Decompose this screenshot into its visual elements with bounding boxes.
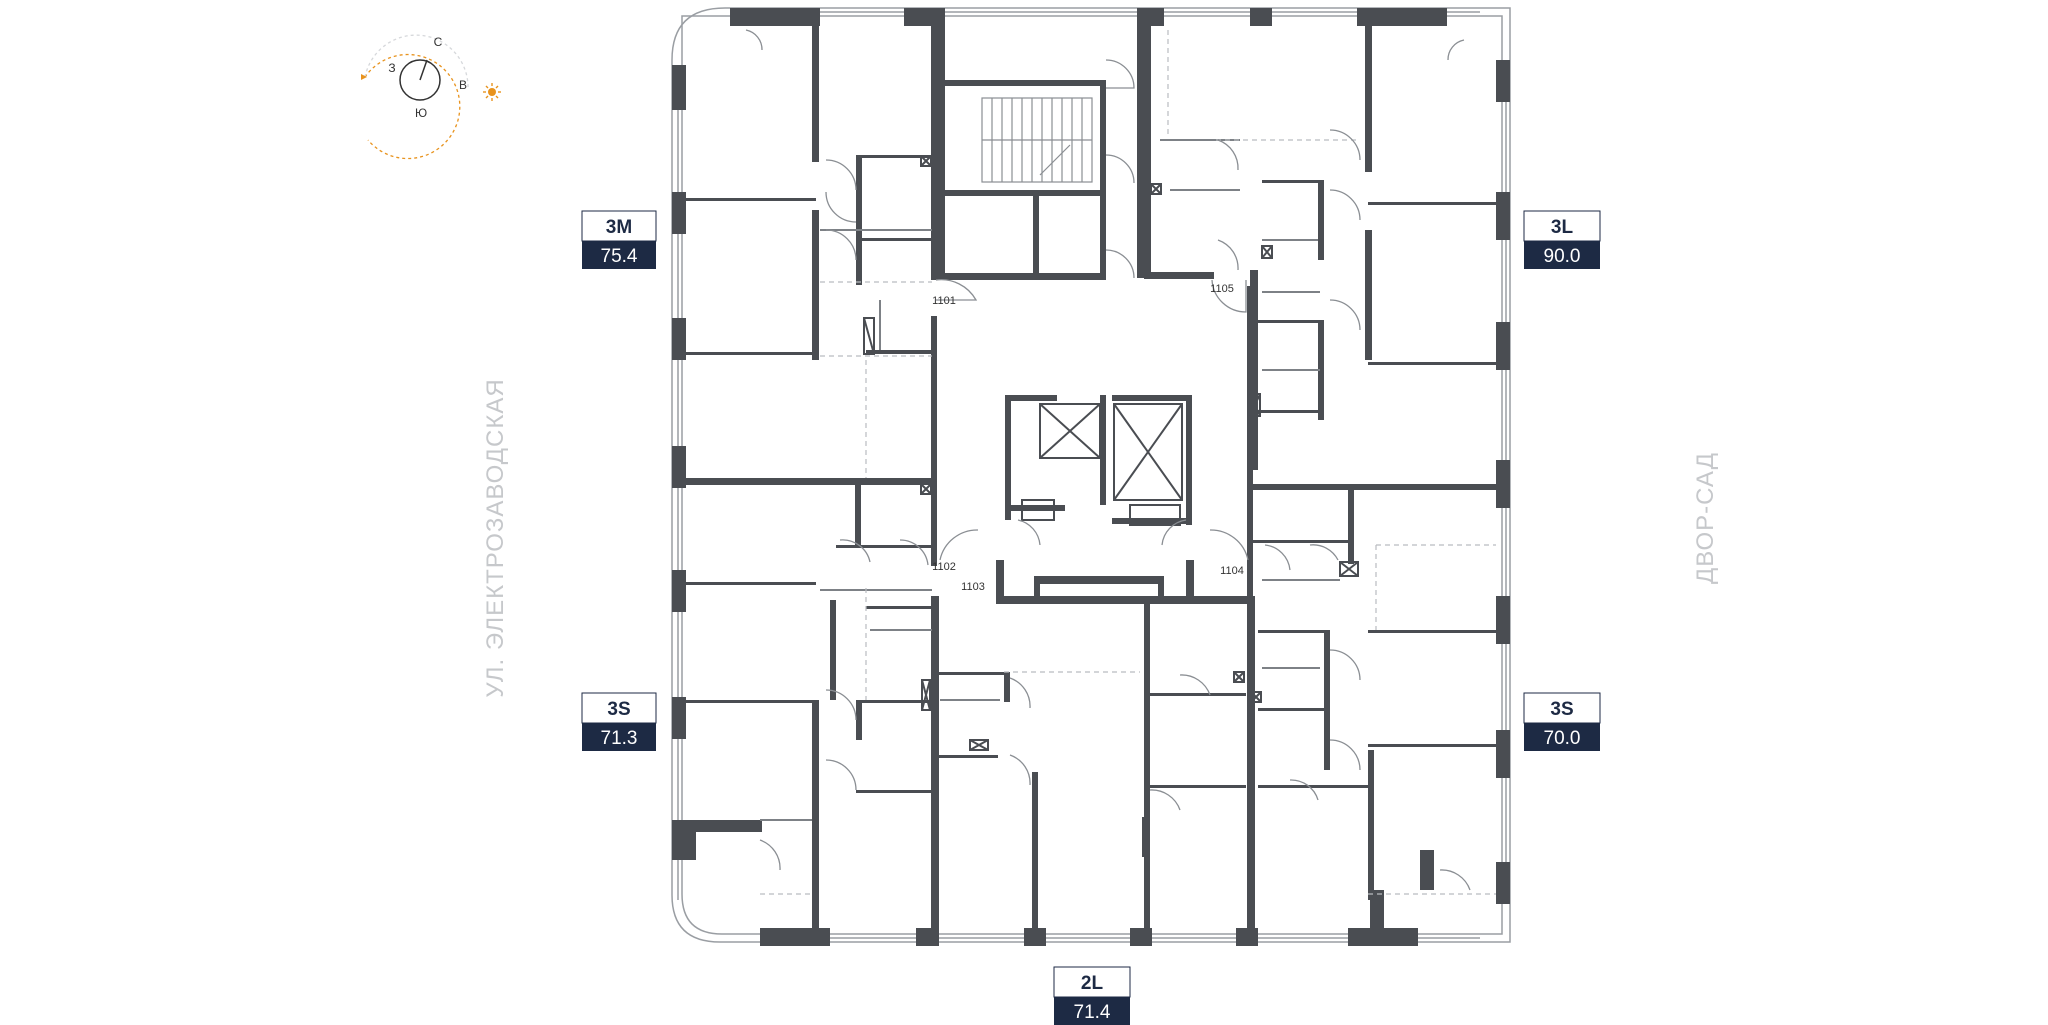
street-left-label: УЛ. ЭЛЕКТРОЗАВОДСКАЯ	[482, 378, 509, 697]
unit-type-label: 3M	[606, 217, 632, 238]
unit-type-label: 3S	[607, 699, 630, 720]
unit-area-label: 70.0	[1544, 728, 1581, 749]
unit-badge-3l[interactable]: 3L 90.0	[1523, 210, 1601, 269]
doors	[745, 29, 1471, 891]
sun-icon	[483, 83, 501, 101]
elevator-shaft-2	[1113, 403, 1183, 501]
compass-west: З	[388, 61, 395, 75]
unit-area-label: 75.4	[601, 246, 638, 267]
outer-walls	[672, 8, 1510, 946]
unit-type-label: 2L	[1081, 973, 1104, 994]
unit-area-label: 71.4	[1074, 1002, 1111, 1023]
room-number-1105: 1105	[1210, 283, 1234, 295]
utility-shafts	[863, 155, 1359, 751]
compass: С Ю З В	[361, 34, 501, 160]
staircase	[981, 97, 1093, 183]
unit-area-label: 71.3	[601, 728, 638, 749]
compass-north: С	[434, 35, 443, 49]
room-number-1102: 1102	[932, 561, 956, 573]
unit-badge-3s-left[interactable]: 3S 71.3	[581, 692, 657, 751]
room-number-1104: 1104	[1220, 565, 1244, 577]
street-right-label: ДВОР-САД	[1692, 452, 1719, 584]
core-walls	[686, 8, 1500, 946]
unit-type-label: 3S	[1550, 699, 1573, 720]
room-number-1103: 1103	[961, 581, 985, 593]
building-outline	[671, 7, 1511, 943]
room-number-1101: 1101	[932, 295, 956, 307]
unit-badge-3s-right[interactable]: 3S 70.0	[1523, 692, 1601, 751]
unit-type-label: 3L	[1551, 217, 1574, 238]
zone-lines	[760, 30, 1496, 895]
elevator-block	[1005, 395, 1192, 526]
compass-south: Ю	[415, 106, 427, 120]
unit-badge-3m[interactable]: 3M 75.4	[581, 210, 657, 269]
compass-east: В	[459, 78, 467, 92]
unit-area-label: 90.0	[1544, 246, 1581, 267]
elevator-shaft-1	[1039, 403, 1101, 459]
partitions	[760, 139, 1340, 821]
unit-badge-2l[interactable]: 2L 71.4	[1053, 966, 1131, 1025]
